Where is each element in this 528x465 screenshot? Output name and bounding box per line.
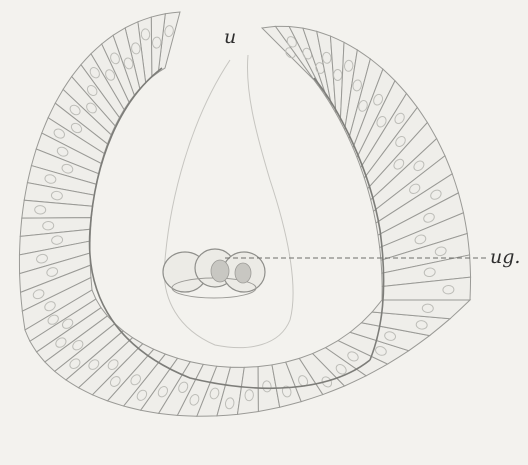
bottom-epithelium-cells (25, 290, 470, 416)
label-u: u (224, 28, 236, 47)
right-epithelium-cells (262, 26, 471, 300)
label-ug: ug. (490, 248, 520, 267)
inner-lumen-outline (164, 55, 293, 348)
inner-cell-cluster (163, 249, 265, 298)
